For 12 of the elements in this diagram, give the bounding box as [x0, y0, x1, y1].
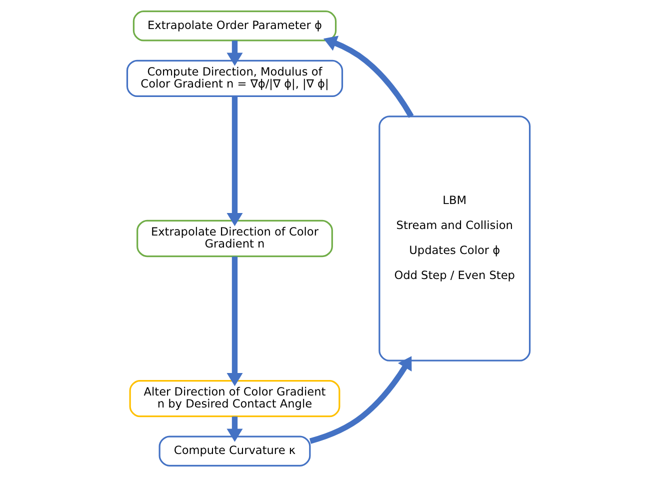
arrow [226, 416, 243, 442]
node-box: Compute Direction, Modulus of Color Gradient n = ∇ϕ/|∇ ϕ|, |∇ ϕ| [126, 60, 344, 98]
node-box: Extrapolate Order Parameter ϕ [132, 10, 337, 42]
node-box: Extrapolate Direction of Color Gradient n [136, 220, 333, 258]
arrow [226, 40, 243, 66]
arrow [323, 36, 414, 118]
node-box: Alter Direction of Color Gradient n by Desired Contact Angle [129, 380, 340, 418]
node-box: Compute Curvature κ [158, 436, 311, 466]
arrow [309, 356, 412, 444]
arrow [226, 96, 243, 226]
node-box: LBM Stream and Collision Updates Color ϕ Odd Step / Even Step [378, 116, 531, 362]
arrow [226, 256, 243, 386]
